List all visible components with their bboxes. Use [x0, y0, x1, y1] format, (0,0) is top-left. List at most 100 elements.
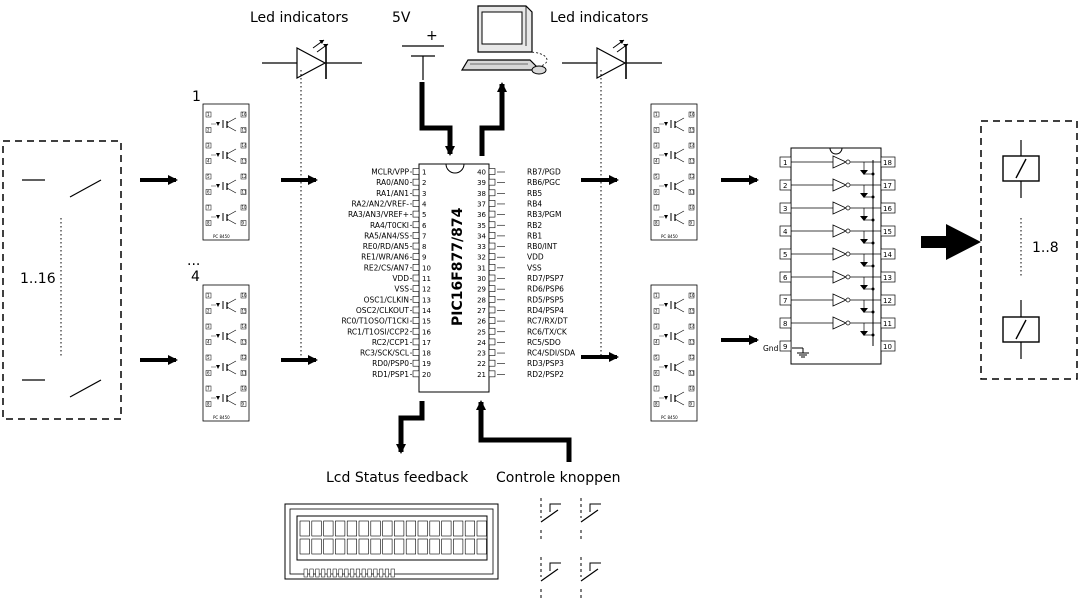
control-buttons-label: Controle knoppen — [496, 470, 620, 486]
opto-pin — [688, 385, 695, 392]
lcd-char-cell — [346, 538, 358, 555]
opto-pin-number: 15 — [690, 309, 696, 314]
opto-transistor-lead — [674, 399, 685, 406]
input-switches-box — [2, 140, 122, 420]
lcd-char-cell — [394, 538, 405, 555]
lcd-char-cell — [464, 538, 476, 555]
mcu-pin-number: 8 — [422, 243, 426, 251]
opto-led-glyph — [664, 365, 668, 369]
lcd-pin — [384, 568, 389, 578]
mcu-pin-name: MCLR/VPP — [371, 168, 409, 177]
lcd-pin — [390, 568, 395, 578]
pushbutton-contact — [580, 568, 599, 582]
lcd-pin — [361, 568, 366, 578]
lcd-char-cell — [335, 520, 346, 537]
lcd-char-cell — [311, 538, 322, 555]
battery-icon — [402, 45, 444, 80]
opto-pin-number: 16 — [242, 112, 248, 117]
lcd-char-cell — [358, 538, 369, 555]
mcu-pin-name: RD0/PSP0 — [372, 359, 409, 368]
driver-diode-glyph — [860, 308, 868, 313]
mcu-pin-number: 28 — [477, 296, 486, 304]
mcu-pin-number: 3 — [422, 190, 426, 198]
driver-buffer-gate — [832, 316, 847, 330]
opto-pin-number: 3 — [207, 143, 210, 148]
mcu-pin-name: RB4 — [527, 199, 542, 208]
opto-pin — [688, 354, 695, 361]
opto-led-glyph — [216, 153, 220, 157]
opto-transistor-lead — [226, 210, 237, 217]
opto-transistor-lead — [226, 329, 237, 336]
mcu-pin-number: 39 — [477, 179, 486, 187]
opto-part-tag: PC 8450 — [213, 234, 230, 239]
lcd-char-cell — [358, 520, 369, 537]
driver-pin-number: 7 — [783, 297, 787, 305]
mcu-pin-name: RD7/PSP7 — [527, 274, 564, 283]
driver-buffer-gate — [832, 224, 847, 238]
driver-to-relays-arrow — [921, 224, 981, 260]
opto-transistor-lead — [674, 187, 685, 194]
pushbutton-contact — [580, 509, 599, 523]
opto-pin — [205, 173, 212, 180]
mcu-pin-number: 36 — [477, 211, 486, 219]
mcu-to-computer-arrow — [479, 82, 507, 156]
opto-transistor-lead — [226, 360, 237, 367]
relay-outputs-box — [980, 120, 1078, 380]
mcu-pin-number: 21 — [477, 371, 486, 379]
lcd-pin — [332, 568, 337, 578]
opto-pin-number: 10 — [690, 386, 696, 391]
opto-pin — [240, 127, 247, 133]
lcd-char-cell — [323, 538, 334, 555]
opto-pin — [205, 339, 212, 345]
opto-pin — [688, 220, 695, 226]
opto-pin — [205, 189, 212, 195]
opto-pin-number: 5 — [207, 174, 210, 179]
mcu-pin-number: 19 — [422, 360, 431, 368]
opto-pin-number: 1 — [207, 112, 210, 117]
driver-gate-bubble — [845, 205, 851, 211]
opto-pin-number: 14 — [690, 324, 696, 329]
opto-pin — [205, 204, 212, 211]
ground-icon — [792, 347, 809, 358]
opto-pin-number: 13 — [690, 340, 696, 345]
mcu-pin-pad — [412, 359, 420, 367]
opto-transistor-lead — [674, 210, 685, 217]
mcu-pin-pad — [412, 189, 420, 197]
opto-pin-number: 10 — [242, 386, 248, 391]
driver-buffer-gate — [832, 247, 847, 261]
opto-pin — [240, 323, 247, 330]
mcu-pin-name: RE1/WR/AN6 — [361, 253, 409, 262]
driver-pin-number: 13 — [883, 274, 892, 282]
lcd-char-cell — [441, 520, 452, 537]
opto-pin-number: 4 — [207, 159, 210, 164]
mcu-pin-pad — [412, 242, 420, 250]
driver-pin-number: 14 — [883, 251, 892, 259]
opto-pin — [653, 385, 660, 392]
opto-pin-number: 1 — [655, 293, 658, 298]
lcd-char-cell — [453, 538, 464, 555]
opto-part-tag: PC 8450 — [661, 234, 678, 239]
opto-pin-number: 9 — [690, 402, 693, 407]
mcu-pin-pad — [488, 349, 496, 356]
opto-transistor-lead — [226, 179, 237, 186]
opto-pin-number: 7 — [655, 386, 658, 391]
pushbutton-contact — [540, 568, 559, 582]
driver-diode-glyph — [860, 193, 868, 198]
opto-pin — [653, 370, 660, 376]
opto-pin — [688, 292, 695, 299]
opto-pin-number: 11 — [242, 371, 248, 376]
mcu-pin-name: RC1/T1OSI/CCP2 — [347, 327, 409, 336]
driver-pin-number: 4 — [783, 228, 788, 236]
opto-part-tag: PC 8450 — [661, 415, 678, 420]
opto-last-label: 4 — [191, 269, 200, 285]
opto-pin — [688, 158, 695, 164]
opto-pin — [653, 354, 660, 361]
battery-plus-label: + — [426, 28, 438, 44]
driver-pin-number: 12 — [883, 297, 892, 305]
mcu-pin-name: RD1/PSP1 — [372, 370, 409, 379]
opto-pin — [240, 189, 247, 195]
lcd-char-cell — [335, 538, 346, 555]
driver-pin-number: 5 — [783, 251, 787, 259]
mcu-pin-name: VDD — [527, 253, 544, 262]
